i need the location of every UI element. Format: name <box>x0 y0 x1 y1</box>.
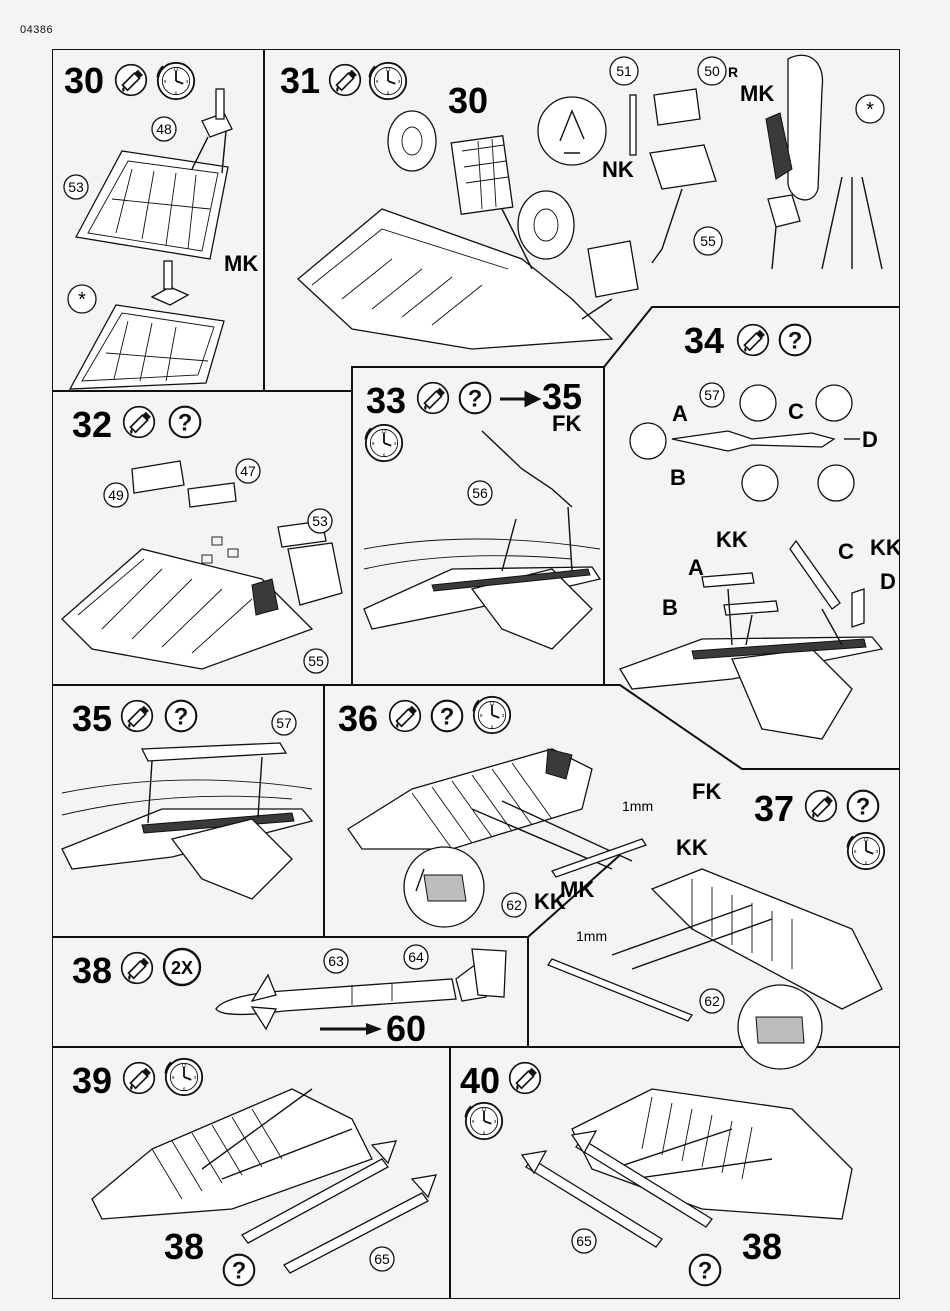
callout-62: 62 <box>704 993 720 1009</box>
callout-50-suffix: R <box>728 64 738 80</box>
drying-clock-icon <box>158 63 194 99</box>
quantity-2x: 2X <box>171 958 193 978</box>
step-32-number: 32 <box>72 404 112 445</box>
callout-38: 38 <box>164 1226 204 1267</box>
step-38-next: 60 <box>386 1008 426 1049</box>
mark-mk: MK <box>560 877 594 902</box>
drying-clock-icon <box>366 425 402 461</box>
glue-icon <box>418 383 449 414</box>
callout-64: 64 <box>408 949 424 965</box>
glue-icon <box>390 701 421 732</box>
drying-clock-icon <box>474 697 510 733</box>
callout-49: 49 <box>108 487 124 503</box>
step-31-number: 31 <box>280 60 320 101</box>
drying-clock-icon <box>848 833 884 869</box>
callout-62: 62 <box>506 897 522 913</box>
drying-clock-icon <box>466 1103 502 1139</box>
step-30-drawing <box>70 89 232 389</box>
help-icon <box>224 1255 255 1286</box>
callout-63: 63 <box>328 953 344 969</box>
step-40-number: 40 <box>460 1060 500 1101</box>
glue-icon <box>116 65 147 96</box>
label-a: A <box>672 401 688 426</box>
glue-icon <box>510 1063 541 1094</box>
step-36-drawing <box>348 749 646 927</box>
help-icon <box>432 701 463 732</box>
step-30-number: 30 <box>64 60 104 101</box>
mark-nk: NK <box>602 157 634 182</box>
help-icon <box>166 701 197 732</box>
callout-53: 53 <box>68 179 84 195</box>
step-35-drawing <box>62 743 312 899</box>
step-37-number: 37 <box>754 788 794 829</box>
step-38-number: 38 <box>72 950 112 991</box>
step-36-number: 36 <box>338 698 378 739</box>
callout-50: 50 <box>704 63 720 79</box>
callout-57: 57 <box>704 387 720 403</box>
glue-icon <box>738 325 769 356</box>
help-icon <box>170 407 201 438</box>
mark-kk: KK <box>870 535 900 560</box>
callout-65: 65 <box>576 1233 592 1249</box>
glue-icon <box>122 701 153 732</box>
step-35-number: 35 <box>72 698 112 739</box>
mark-mk: MK <box>224 251 258 276</box>
callout-53: 53 <box>312 513 328 529</box>
mark-kk: KK <box>716 527 748 552</box>
document-code: 04386 <box>20 24 53 36</box>
step-37-drawing <box>548 869 882 1069</box>
callout-47: 47 <box>240 463 256 479</box>
step-40-drawing <box>522 1089 852 1247</box>
callout-56: 56 <box>472 485 488 501</box>
help-icon <box>460 383 491 414</box>
label-d: D <box>862 427 878 452</box>
step-38-drawing <box>216 949 506 1029</box>
label-b-lower: B <box>662 595 678 620</box>
callout-55: 55 <box>308 653 324 669</box>
callout-55: 55 <box>700 233 716 249</box>
mark-kk: KK <box>676 835 708 860</box>
mark-mk: MK <box>740 81 774 106</box>
help-icon <box>848 791 879 822</box>
step-34-drawing <box>620 541 882 739</box>
label-c: C <box>788 399 804 424</box>
asterisk-note: * <box>78 289 86 311</box>
quantity-badge: 2X <box>164 949 200 985</box>
step-34-number: 34 <box>684 320 724 361</box>
help-icon <box>780 325 811 356</box>
measure-1mm: 1mm <box>622 798 653 814</box>
next-arrow-head <box>366 1023 382 1035</box>
step-33-drawing <box>364 431 600 649</box>
glue-icon <box>124 1063 155 1094</box>
drying-clock-icon <box>166 1059 202 1095</box>
callout-65: 65 <box>374 1251 390 1267</box>
glue-icon <box>122 953 153 984</box>
next-arrow-icon <box>500 393 538 405</box>
step-34-part-diagram <box>630 385 860 501</box>
drying-clock-icon <box>370 63 406 99</box>
instruction-sheet: 12 3 6 9 ? 30 48 53 MK <box>52 49 900 1299</box>
callout-48: 48 <box>156 121 172 137</box>
measure-1mm: 1mm <box>576 928 607 944</box>
step-39-number: 39 <box>72 1060 112 1101</box>
mark-fk: FK <box>552 411 581 436</box>
callout-51: 51 <box>616 63 632 79</box>
mark-fk: FK <box>692 779 721 804</box>
label-b: B <box>670 465 686 490</box>
glue-icon <box>124 407 155 438</box>
callout-38: 38 <box>742 1226 782 1267</box>
glue-icon <box>806 791 837 822</box>
label-d-lower: D <box>880 569 896 594</box>
callout-57: 57 <box>276 715 292 731</box>
step-33-number: 33 <box>366 380 406 421</box>
asterisk-note: * <box>866 99 874 121</box>
label-a-lower: A <box>688 555 704 580</box>
glue-icon <box>330 65 361 96</box>
help-icon <box>690 1255 721 1286</box>
step-39-drawing <box>92 1089 436 1273</box>
callout-30: 30 <box>448 80 488 121</box>
label-c-lower: C <box>838 539 854 564</box>
